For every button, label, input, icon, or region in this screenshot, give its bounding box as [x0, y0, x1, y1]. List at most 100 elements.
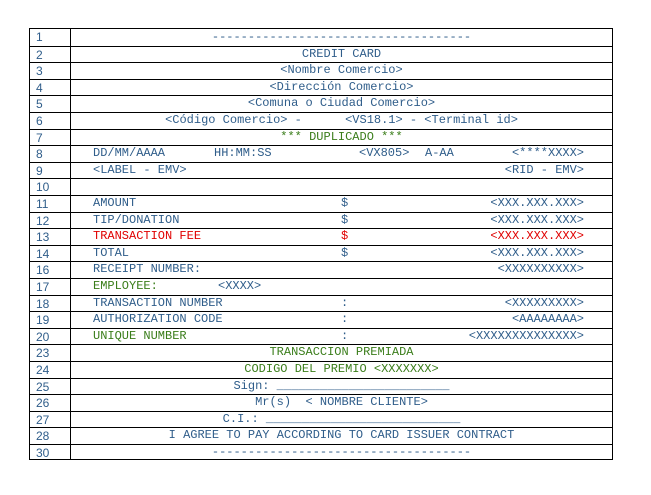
emv-label: <LABEL - EMV>: [93, 162, 187, 177]
signature-line: Sign: ________________________: [233, 378, 450, 393]
grid-row: 3: [30, 62, 612, 79]
merchant-address: <Dirección Comercio>: [269, 79, 414, 94]
tip-value: <XXX.XXX.XXX>: [490, 212, 584, 227]
grid-row: 17: [30, 278, 612, 295]
emv-rid: <RID - EMV>: [504, 162, 584, 177]
grid-row: 26: [30, 394, 612, 411]
line-number: 16: [36, 263, 50, 278]
amount-row: AMOUNT $ <XXX.XXX.XXX>: [71, 195, 612, 212]
emv-row: <LABEL - EMV> <RID - EMV>: [71, 162, 612, 179]
bottom-rule: ------------------------------------: [211, 445, 472, 459]
grid-row: 20: [30, 327, 612, 345]
aa-field: A-AA: [425, 146, 454, 161]
terminal-model: <VX805>: [359, 146, 410, 161]
grid-row: 27: [30, 410, 612, 428]
receipt-number-label: RECEIPT NUMBER:: [93, 262, 202, 277]
line-number: 8: [36, 147, 43, 162]
line-number: 23: [36, 346, 50, 361]
grid-row: 8: [30, 145, 612, 162]
authorization-value: <AAAAAAAA>: [511, 312, 584, 327]
grid-row: 9: [30, 161, 612, 179]
fee-currency: $: [341, 229, 349, 244]
receipt-content: ------------------------------------ CRE…: [71, 29, 612, 459]
agreement-line: I AGREE TO PAY ACCORDING TO CARD ISSUER …: [168, 428, 515, 443]
line-number: 19: [36, 313, 50, 328]
line-number: 10: [36, 180, 50, 195]
transaction-number-value: <XXXXXXXXX>: [504, 295, 584, 310]
employee-value: <XXXX>: [218, 279, 262, 293]
tip-row: TIP/DONATION $ <XXX.XXX.XXX>: [71, 212, 612, 229]
line-number: 6: [36, 114, 43, 128]
date-field: DD/MM/AAAA: [93, 146, 166, 161]
line-number: 11: [36, 197, 49, 211]
employee-row: EMPLOYEE: <XXXX>: [71, 278, 612, 295]
grid-row: 14: [30, 244, 612, 262]
prize-title: TRANSACCION PREMIADA: [269, 345, 414, 360]
authorization-label: AUTHORIZATION CODE: [93, 312, 223, 327]
card-mask: <****XXXX>: [511, 146, 584, 161]
client-name-line: Mr(s) < NOMBRE CLIENTE>: [255, 395, 428, 410]
merchant-code-terminal: <Código Comercio> - <VS18.1> - <Terminal…: [165, 113, 518, 127]
grid-row: 19: [30, 311, 612, 328]
grid-row: 2: [30, 45, 612, 63]
total-row: TOTAL $ <XXX.XXX.XXX>: [71, 245, 612, 262]
fee-value: <XXX.XXX.XXX>: [490, 229, 584, 244]
grid-row: 18: [30, 294, 612, 312]
line-number: 25: [36, 379, 50, 394]
grid-row: 13: [30, 228, 612, 245]
line-number: 1: [36, 30, 43, 44]
grid-row: 16: [30, 261, 612, 278]
line-number-column: [30, 29, 71, 459]
line-number: 5: [36, 97, 43, 112]
transaction-number-row: TRANSACTION NUMBER : <XXXXXXXXX>: [71, 295, 612, 312]
merchant-city: <Comuna o Ciudad Comercio>: [247, 96, 436, 111]
duplicate-banner: *** DUPLICADO ***: [280, 129, 403, 144]
unique-number-row: UNIQUE NUMBER : <XXXXXXXXXXXXXX>: [71, 328, 612, 345]
merchant-name: <Nombre Comercio>: [280, 63, 403, 78]
grid-row: 12: [30, 211, 612, 229]
line-number: 18: [36, 296, 50, 311]
receipt-number-row: RECEIPT NUMBER: <XXXXXXXXXX>: [71, 261, 612, 278]
total-currency: $: [341, 245, 349, 260]
unique-number-label: UNIQUE NUMBER: [93, 328, 187, 343]
tip-currency: $: [341, 212, 349, 227]
amount-label: AMOUNT: [93, 196, 137, 210]
date-time-row: DD/MM/AAAA HH:MM:SS <VX805> A-AA <****XX…: [71, 145, 612, 162]
authorization-row: AUTHORIZATION CODE : <AAAAAAAA>: [71, 311, 612, 328]
grid-row: 30: [30, 444, 612, 461]
employee-label: EMPLOYEE:: [93, 279, 158, 293]
grid-row: 5: [30, 95, 612, 112]
time-field: HH:MM:SS: [214, 146, 272, 161]
line-number: 7: [36, 130, 43, 145]
grid-row: 10: [30, 178, 612, 195]
fee-row: TRANSACTION FEE $ <XXX.XXX.XXX>: [71, 228, 612, 245]
fee-label: TRANSACTION FEE: [93, 229, 202, 244]
line-number: 26: [36, 396, 50, 411]
id-number-line: C.I.: ___________________________: [222, 411, 461, 426]
grid-row: 6: [30, 112, 612, 129]
line-number: 28: [36, 429, 50, 444]
line-number: 13: [36, 230, 50, 245]
line-number: 27: [36, 412, 50, 427]
line-number: 24: [36, 363, 50, 377]
total-label: TOTAL: [93, 245, 130, 260]
grid-row: 11: [30, 195, 612, 212]
transaction-number-label: TRANSACTION NUMBER: [93, 295, 223, 310]
total-value: <XXX.XXX.XXX>: [490, 245, 584, 260]
line-number: 9: [36, 163, 43, 178]
grid-row: 28: [30, 427, 612, 444]
authorization-colon: :: [341, 312, 349, 327]
line-number: 20: [36, 329, 50, 344]
unique-number-colon: :: [341, 328, 349, 343]
amount-value: <XXX.XXX.XXX>: [490, 196, 584, 210]
line-number: 4: [36, 80, 43, 95]
unique-number-value: <XXXXXXXXXXXXXX>: [468, 328, 584, 343]
grid-row: 4: [30, 78, 612, 96]
grid-row: 1: [30, 29, 612, 46]
line-number: 14: [36, 246, 50, 261]
tip-label: TIP/DONATION: [93, 212, 180, 227]
grid-row: 23: [30, 344, 612, 361]
line-number: 30: [36, 446, 50, 460]
top-rule: ------------------------------------: [211, 30, 472, 44]
